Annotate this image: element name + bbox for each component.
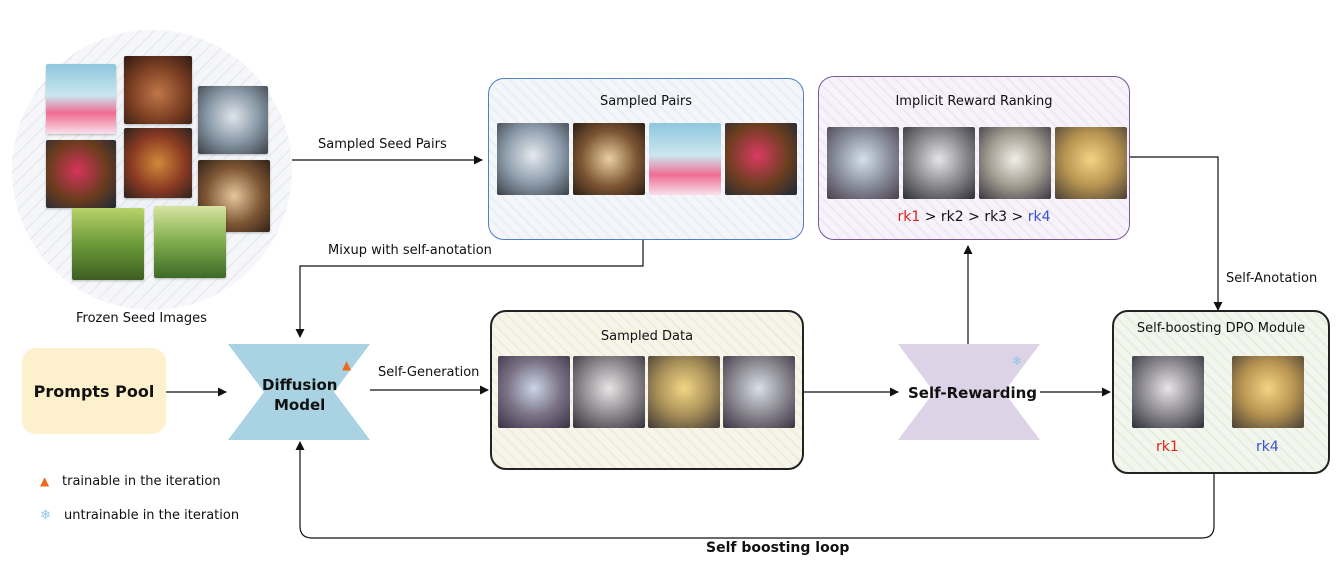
ranking-title: Implicit Reward Ranking xyxy=(895,94,1053,109)
ranking-image-rk4 xyxy=(1055,127,1127,199)
seed-image-ice-cream xyxy=(46,64,116,134)
label-self-boosting-loop: Self boosting loop xyxy=(706,540,850,556)
seed-image-forest-animals xyxy=(72,208,144,280)
ranking-image-rk2 xyxy=(903,127,975,199)
ranking-token-2: rk2 xyxy=(940,209,964,225)
sampled-data-title: Sampled Data xyxy=(600,329,694,344)
dpo-image-rk1 xyxy=(1132,356,1204,428)
arrow-self-anotation xyxy=(1130,156,1223,311)
pair-image-ice-cream xyxy=(649,123,721,195)
label-sampled-seed-pairs: Sampled Seed Pairs xyxy=(318,137,447,152)
seed-image-dragon-house xyxy=(124,56,192,124)
ranking-image-rk1 xyxy=(827,127,899,199)
ranking-token-1: > xyxy=(920,209,941,225)
seed-image-picnic-animals xyxy=(154,206,226,278)
legend-fire-icon: ▲ xyxy=(40,474,50,488)
ranking-token-5: > xyxy=(1007,209,1028,225)
label-self-anotation: Self-Anotation xyxy=(1226,271,1318,286)
label-self-generation: Self-Generation xyxy=(378,365,480,380)
ranking-token-6: rk4 xyxy=(1027,209,1051,225)
fire-icon: ▲ xyxy=(342,358,352,372)
ranking-image-rk3 xyxy=(979,127,1051,199)
diffusion-model-label-line1: Diffusion xyxy=(262,376,338,394)
seed-image-snow-globe xyxy=(198,86,268,154)
ranking-token-4: rk3 xyxy=(984,209,1008,225)
dpo-right-rank: rk4 xyxy=(1256,439,1279,455)
sampled-data-panel: Sampled Data xyxy=(490,310,804,470)
arrow-self-boosting-loop xyxy=(295,441,1215,539)
seed-image-ice-cream-basket xyxy=(46,140,116,208)
pair-image-sphere-room xyxy=(573,123,645,195)
data-image-4 xyxy=(723,356,795,428)
legend-trainable: trainable in the iteration xyxy=(62,474,221,489)
ranking-token-0: rk1 xyxy=(897,209,921,225)
data-image-2 xyxy=(573,356,645,428)
self-rewarding-label: Self-Rewarding xyxy=(908,384,1038,402)
label-mixup: Mixup with self-anotation xyxy=(328,243,492,258)
diffusion-model-shape xyxy=(228,344,370,440)
dpo-left-rank: rk1 xyxy=(1156,439,1179,455)
snowflake-icon: ❄ xyxy=(1012,354,1023,368)
sampled-pairs-panel: Sampled Pairs xyxy=(488,78,804,240)
seed-image-castle xyxy=(124,128,192,198)
dpo-module-panel: Self-boosting DPO Module rk1 rk4 xyxy=(1112,310,1330,474)
ranking-token-3: > xyxy=(963,209,985,225)
self-rewarding-shape xyxy=(898,344,1040,440)
sampled-pairs-title: Sampled Pairs xyxy=(599,94,693,109)
ranking-order: rk1 > rk2 > rk3 > rk4 xyxy=(819,209,1129,225)
dpo-module-title: Self-boosting DPO Module xyxy=(1136,321,1306,336)
implicit-reward-ranking-panel: Implicit Reward Ranking rk1 > rk2 > rk3 … xyxy=(818,76,1130,240)
prompts-pool-box: Prompts Pool xyxy=(22,348,166,434)
pair-image-ice-cream-basket xyxy=(725,123,797,195)
pair-image-snow-globe xyxy=(497,123,569,195)
diffusion-model-label-line2: Model xyxy=(274,396,326,414)
dpo-image-rk4 xyxy=(1232,356,1304,428)
data-image-3 xyxy=(648,356,720,428)
seed-panel-caption: Frozen Seed Images xyxy=(76,311,207,326)
data-image-1 xyxy=(498,356,570,428)
arrow-mixup xyxy=(295,240,644,338)
legend-untrainable: untrainable in the iteration xyxy=(64,508,240,523)
prompts-pool-label: Prompts Pool xyxy=(33,381,155,401)
legend-snowflake-icon: ❄ xyxy=(40,508,51,523)
